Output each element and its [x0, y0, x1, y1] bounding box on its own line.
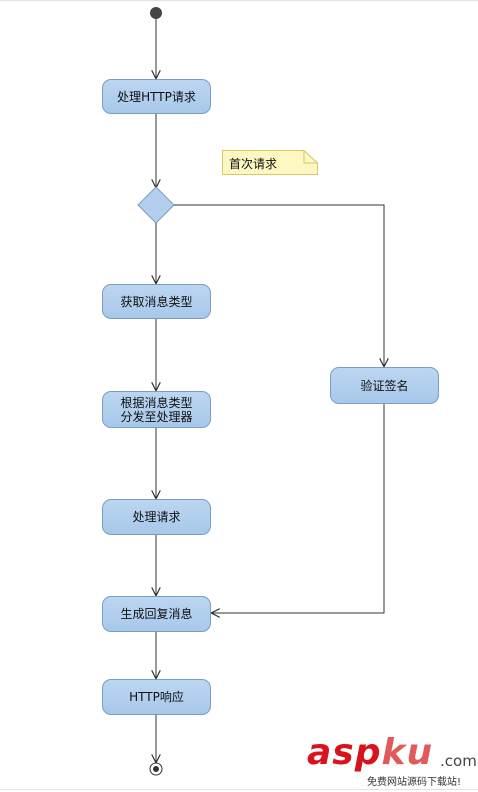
bottom-border [0, 789, 478, 790]
note-first-request: 首次请求 [222, 150, 318, 175]
node-handle-http-request: 处理HTTP请求 [102, 79, 211, 114]
node-verify-signature: 验证签名 [330, 367, 439, 404]
node-dispatch-to-handler: 根据消息类型 分发至处理器 [102, 391, 211, 428]
start-node [150, 7, 162, 19]
edge-decision-to-verify [174, 204, 384, 366]
watermark-domain: .com [440, 752, 477, 770]
node-get-message-type: 获取消息类型 [102, 284, 211, 319]
note-shape [222, 150, 318, 175]
node-handle-request: 处理请求 [102, 499, 211, 535]
node-generate-reply: 生成回复消息 [102, 596, 211, 632]
top-border [0, 0, 478, 1]
end-node [149, 762, 163, 776]
watermark-brand: aspku [307, 732, 434, 773]
watermark-tagline: 免费网站源码下载站! [367, 777, 462, 788]
decision-node [137, 186, 175, 224]
note-text: 首次请求 [229, 157, 278, 171]
node-http-response: HTTP响应 [102, 679, 211, 715]
edge-verify-to-gen-reply [212, 404, 385, 613]
watermark-logo: aspku .com 免费网站源码下载站! [307, 732, 477, 788]
